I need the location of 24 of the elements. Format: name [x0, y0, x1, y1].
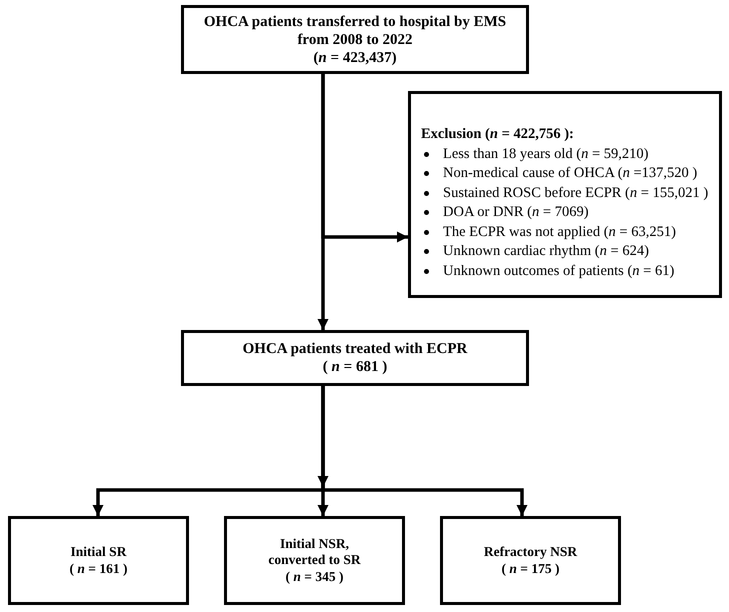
list-item-text: Sustained ROSC before ECPR (n = 155,021 ) — [443, 184, 708, 202]
list-item-text: The ECPR was not applied (n = 63,251) — [443, 222, 676, 242]
box-title: OHCA patients treated with ECPR — [242, 340, 468, 358]
box-title: Initial SR — [70, 544, 126, 560]
process-box — [8, 516, 189, 605]
count-text: ( n = 175 ) — [502, 560, 560, 577]
list-item-text: DOA or DNR (n = 7069) — [443, 203, 589, 222]
count-text: ( n = 161 ) — [70, 560, 128, 577]
count-text: ( n = 681 ) — [322, 358, 388, 376]
process-box — [181, 5, 529, 74]
exclusion-heading: Exclusion (n = 422,756 ): — [421, 125, 574, 144]
list-item-text: Less than 18 years old (n = 59,210) — [443, 144, 649, 164]
process-box — [181, 330, 529, 386]
process-box — [224, 516, 405, 605]
count-text: (n = 423,437) — [313, 48, 397, 66]
exclusion-box — [408, 91, 722, 298]
list-item-text: Unknown outcomes of patients (n = 61) — [443, 262, 674, 280]
list-item-text: Non-medical cause of OHCA (n =137,520 ) — [443, 164, 698, 183]
arrow — [321, 386, 528, 516]
count-text: ( n = 345 ) — [286, 568, 344, 585]
list-item-text: Unknown cardiac rhythm (n = 624) — [443, 242, 649, 261]
process-box — [440, 516, 621, 605]
box-title: Refractory NSR — [484, 544, 578, 560]
arrow — [318, 74, 328, 330]
